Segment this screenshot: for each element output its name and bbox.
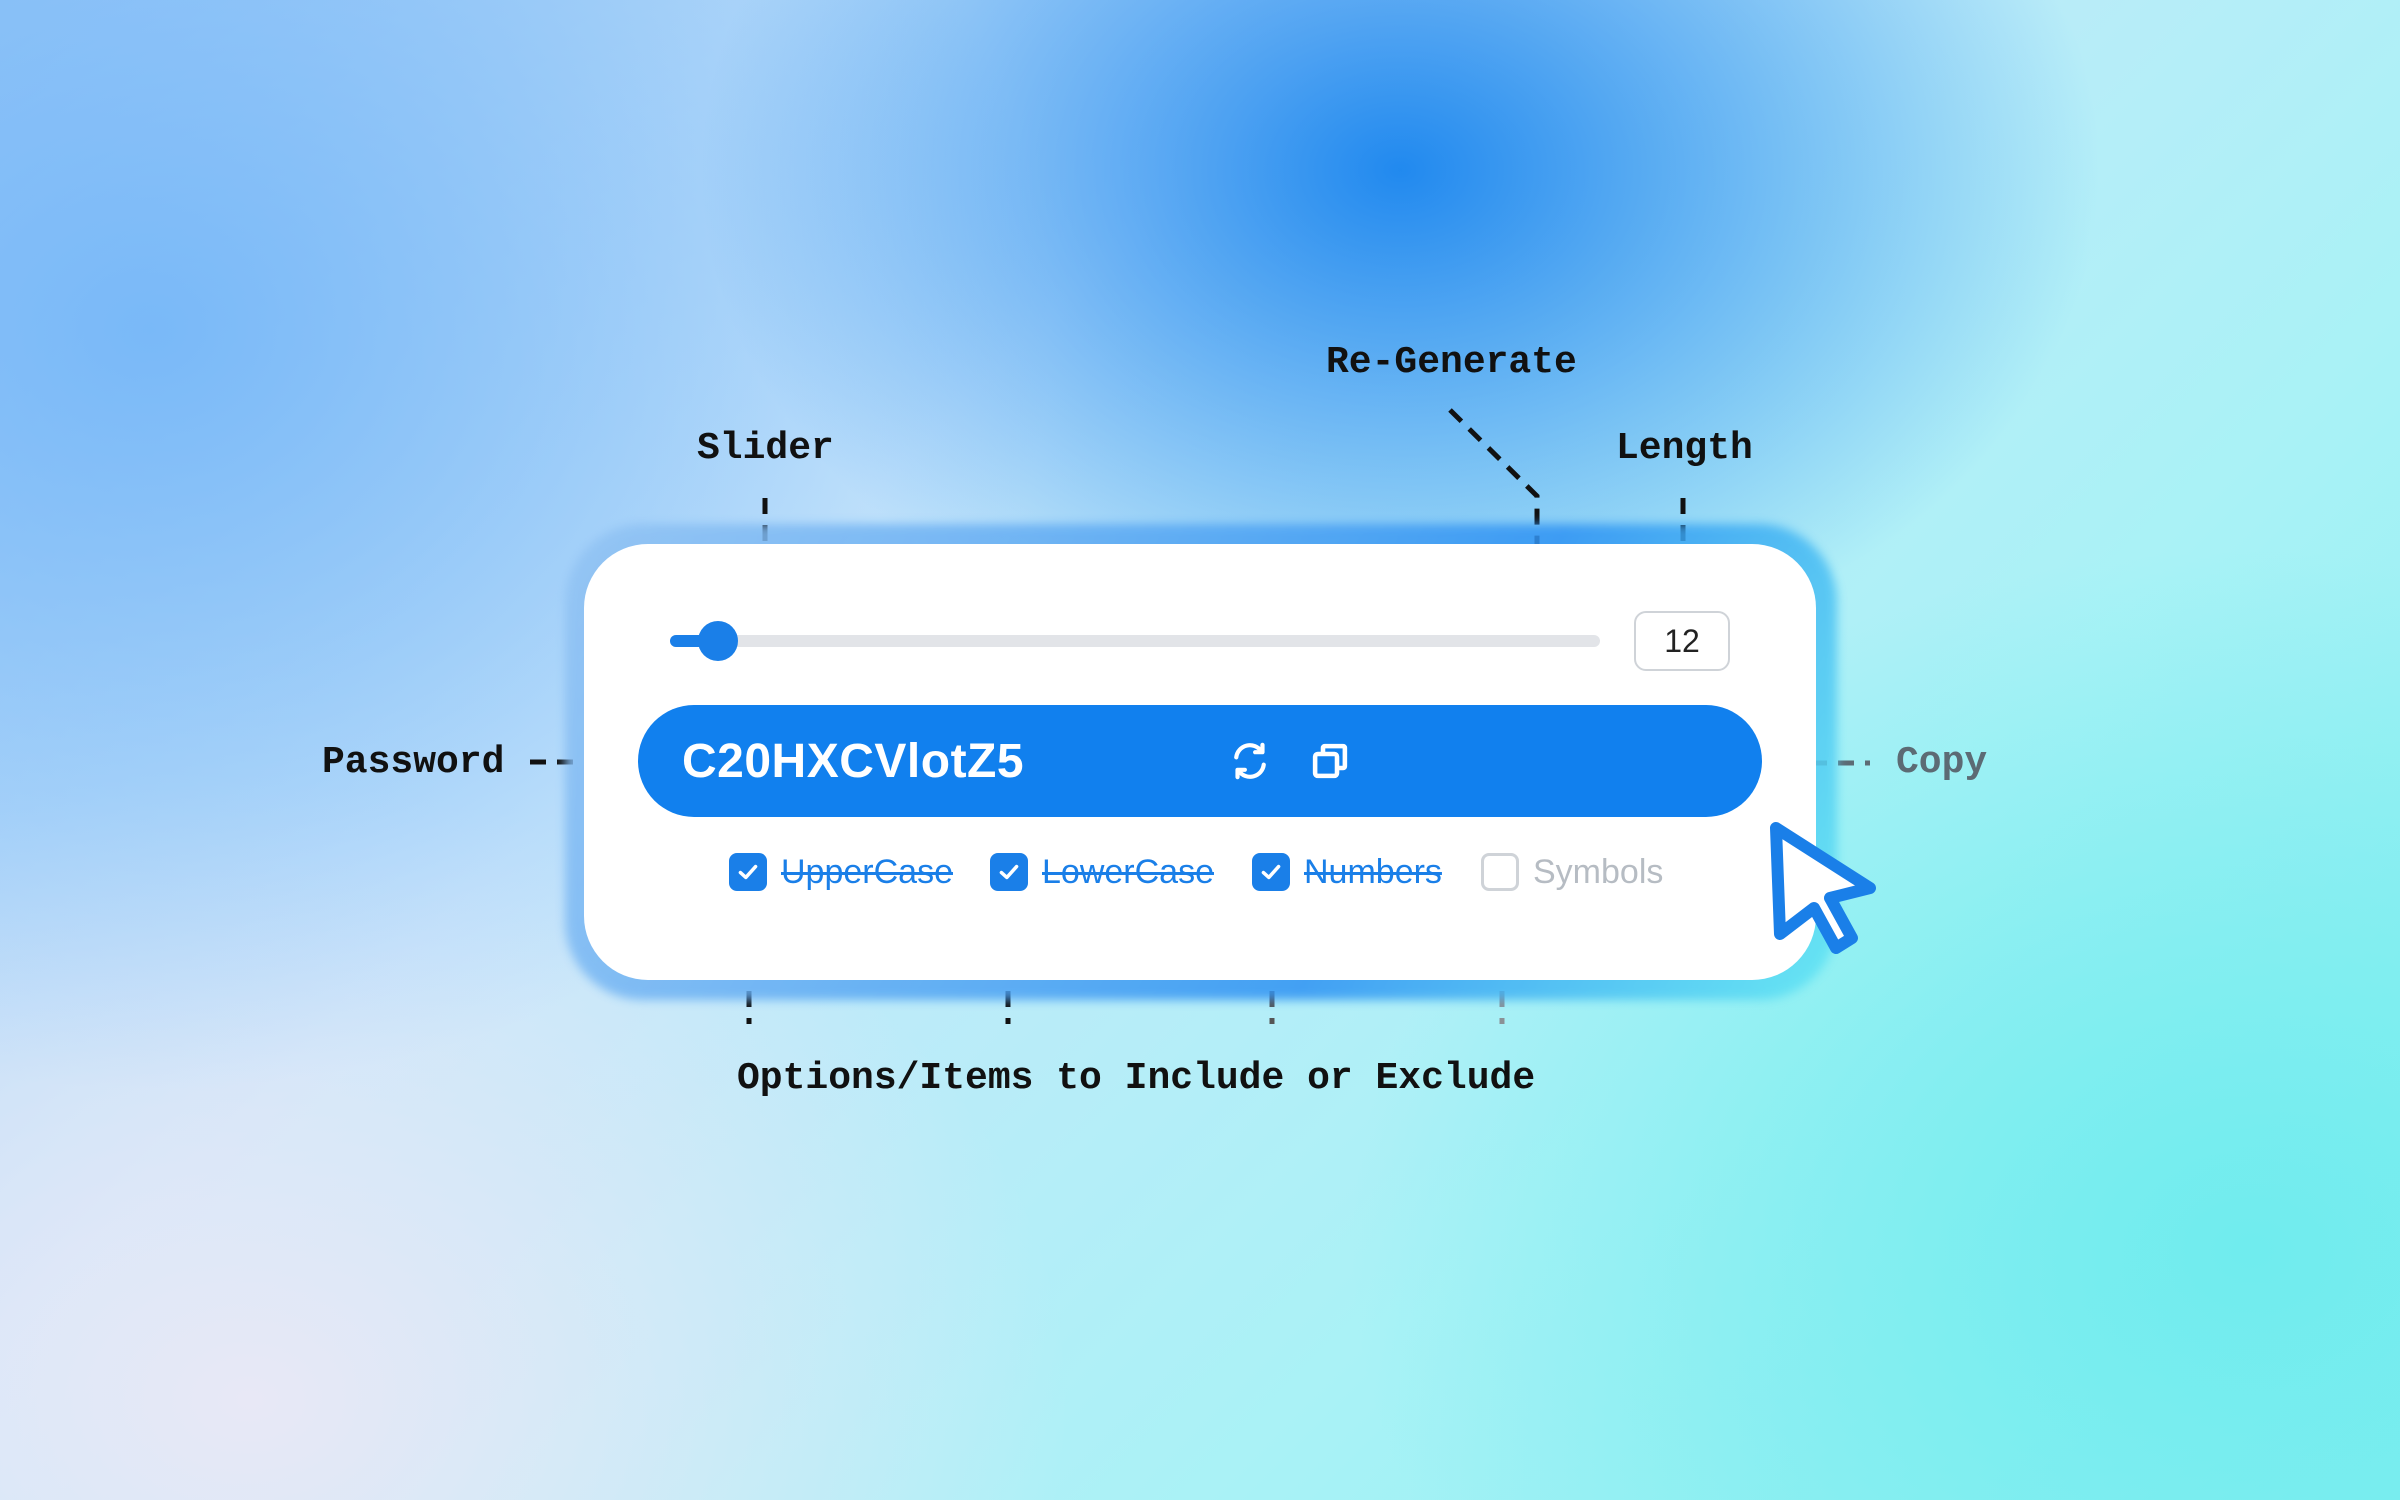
option-label-numbers: Numbers [1304, 853, 1442, 891]
checkmark-icon [1261, 864, 1281, 880]
copy-annotation: Copy [1896, 741, 1988, 784]
length-slider-track[interactable] [670, 635, 1600, 647]
regenerate-button[interactable] [1224, 735, 1276, 787]
checkbox-symbols[interactable] [1481, 853, 1519, 891]
option-label-lowercase: LowerCase [1042, 853, 1214, 891]
option-lowercase[interactable]: LowerCase [990, 850, 1214, 894]
length-slider-thumb[interactable] [697, 621, 738, 661]
length-input[interactable]: 12 [1634, 611, 1730, 671]
option-label-uppercase: UpperCase [781, 853, 953, 891]
password-annotation: Password [322, 741, 505, 784]
regenerate-annotation: Re-Generate [1326, 341, 1577, 384]
checkbox-numbers[interactable] [1252, 853, 1290, 891]
copy-button[interactable] [1304, 735, 1356, 787]
refresh-icon [1234, 742, 1266, 780]
checkmark-icon [738, 864, 758, 880]
option-uppercase[interactable]: UpperCase [729, 850, 953, 894]
checkbox-uppercase[interactable] [729, 853, 767, 891]
cursor-arrow-icon [1770, 822, 1876, 954]
option-symbols[interactable]: Symbols [1481, 850, 1663, 894]
option-numbers[interactable]: Numbers [1252, 850, 1442, 894]
checkbox-lowercase[interactable] [990, 853, 1028, 891]
option-label-symbols: Symbols [1533, 853, 1664, 891]
copy-icon [1312, 743, 1348, 779]
password-display: C20HXCVlotZ5 [638, 705, 1762, 817]
length-annotation: Length [1616, 427, 1753, 470]
password-text[interactable]: C20HXCVlotZ5 [682, 734, 1025, 788]
checkmark-icon [999, 864, 1019, 880]
regenerate-connector [1448, 408, 1562, 754]
slider-annotation: Slider [697, 427, 834, 470]
options-annotation: Options/Items to Include or Exclude [737, 1057, 1536, 1100]
